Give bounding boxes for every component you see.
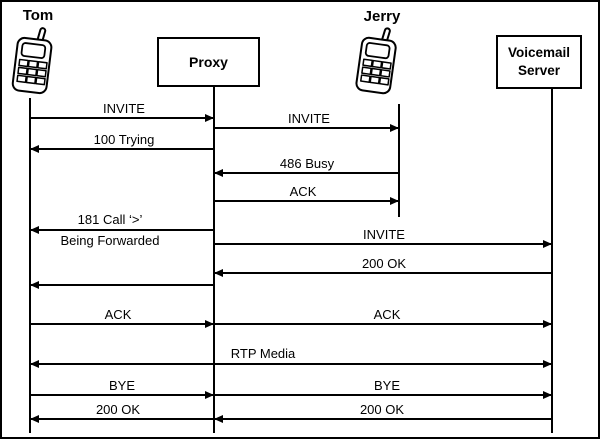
- message-label-rtp-media: RTP Media: [227, 346, 299, 361]
- message-label-ack: ACK: [370, 307, 404, 322]
- message-arrow-ack: [30, 323, 214, 325]
- message-arrow-486-busy: [214, 172, 399, 174]
- lifeline-voicemail-server: [551, 89, 553, 433]
- message-label-181-call: Being Forwarded: [57, 233, 163, 248]
- arrowhead-right-invite: [390, 124, 399, 132]
- message-label-200-ok: 200 OK: [358, 256, 410, 271]
- message-arrow-invite: [214, 243, 552, 245]
- message-label-invite: INVITE: [100, 101, 148, 116]
- lifeline-proxy: [213, 87, 215, 433]
- message-label-181-call: 181 Call ‘>’: [74, 212, 146, 227]
- actor-label-tom: Tom: [22, 7, 54, 24]
- arrowhead-left-100-trying: [30, 145, 39, 153]
- proxy-box-label: Proxy: [189, 53, 228, 70]
- arrowhead-right-rtp-media: [543, 360, 552, 368]
- message-arrow-200-ok: [214, 418, 552, 420]
- message-arrow-rtp-media: [30, 363, 552, 365]
- arrowhead-left-200-ok: [214, 415, 223, 423]
- arrowhead-right-bye: [543, 391, 552, 399]
- message-arrow-100-trying: [30, 148, 214, 150]
- message-arrow-181-call: [30, 229, 214, 231]
- message-label-bye: BYE: [370, 378, 404, 393]
- message-arrow-200-ok: [30, 418, 214, 420]
- arrowhead-left-486-busy: [214, 169, 223, 177]
- arrowhead-left-181-call: [30, 226, 39, 234]
- proxy-box: Proxy: [157, 37, 260, 87]
- arrowhead-left-rtp-media: [30, 360, 39, 368]
- arrowhead-right-invite: [543, 240, 552, 248]
- phone-icon-jerry: [354, 26, 400, 96]
- message-arrow-ack: [214, 200, 399, 202]
- message-label-100-trying: 100 Trying: [90, 132, 158, 147]
- actor-label-jerry: Jerry: [363, 8, 401, 25]
- arrowhead-left-200-ok: [214, 269, 223, 277]
- message-label-invite: INVITE: [285, 111, 333, 126]
- arrowhead-left-unlabeled: [30, 281, 39, 289]
- voicemail-server-box-label: Voicemail Server: [507, 45, 571, 78]
- arrowhead-right-bye: [205, 391, 214, 399]
- message-arrow-invite: [214, 127, 399, 129]
- message-label-ack: ACK: [286, 184, 320, 199]
- message-label-200-ok: 200 OK: [92, 402, 144, 417]
- phone-icon-tom: [10, 26, 55, 95]
- voicemail-server-box: Voicemail Server: [496, 35, 582, 89]
- message-arrow-invite: [30, 117, 214, 119]
- message-label-invite: INVITE: [360, 227, 408, 242]
- lifeline-jerry: [398, 104, 400, 217]
- arrowhead-right-invite: [205, 114, 214, 122]
- message-label-486-busy: 486 Busy: [276, 156, 338, 171]
- arrowhead-right-ack: [205, 320, 214, 328]
- message-arrow-bye: [30, 394, 214, 396]
- message-arrow-ack: [214, 323, 552, 325]
- message-arrow-bye: [214, 394, 552, 396]
- message-label-ack: ACK: [101, 307, 135, 322]
- arrowhead-right-ack: [390, 197, 399, 205]
- lifeline-tom: [29, 98, 31, 433]
- message-label-200-ok: 200 OK: [356, 402, 408, 417]
- arrowhead-right-ack: [543, 320, 552, 328]
- message-label-bye: BYE: [105, 378, 139, 393]
- arrowhead-left-200-ok: [30, 415, 39, 423]
- message-arrow-unlabeled: [30, 284, 214, 286]
- message-arrow-200-ok: [214, 272, 552, 274]
